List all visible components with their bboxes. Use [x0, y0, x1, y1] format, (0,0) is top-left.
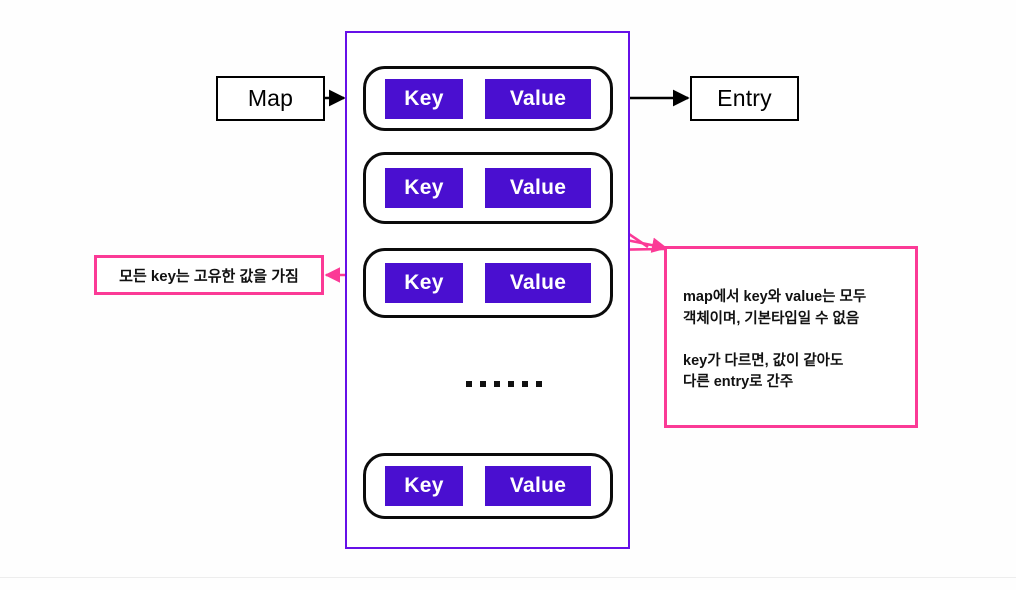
entry-label: Entry: [717, 85, 772, 111]
entry-row: Key Value: [363, 453, 613, 519]
key-chip: Key: [385, 466, 463, 506]
entry-row: Key Value: [363, 152, 613, 224]
note-paragraph-2-line-2: 다른 entry로 간주: [683, 374, 794, 391]
note-paragraph-1: map에서 key와 value는 모두 객체이며, 기본타입일 수 없음: [683, 287, 915, 331]
note-paragraph-2-line-1: key가 다르면, 값이 같아도: [683, 352, 844, 369]
bottom-divider: [0, 577, 1016, 578]
key-chip: Key: [385, 78, 463, 119]
note-unique-key-text: 모든 key는 고유한 값을 가짐: [119, 267, 299, 285]
key-chip: Key: [385, 168, 463, 208]
entry-label-box: Entry: [690, 76, 799, 121]
value-chip: Value: [485, 466, 591, 506]
map-label: Map: [247, 85, 294, 111]
entry-row: Key Value: [363, 66, 613, 131]
ellipsis-indicator: [466, 381, 542, 387]
value-chip: Value: [485, 168, 591, 208]
note-paragraph-2: key가 다르면, 값이 같아도 다른 entry로 간주: [683, 351, 915, 395]
note-object-types: map에서 key와 value는 모두 객체이며, 기본타입일 수 없음 ke…: [664, 246, 918, 428]
ellipsis-dot: [494, 381, 500, 387]
map-label-box: Map: [216, 76, 325, 121]
value-chip: Value: [485, 263, 591, 303]
value-chip: Value: [485, 78, 591, 119]
key-chip: Key: [385, 263, 463, 303]
ellipsis-dot: [480, 381, 486, 387]
ellipsis-dot: [466, 381, 472, 387]
ellipsis-dot: [508, 381, 514, 387]
ellipsis-dot: [536, 381, 542, 387]
note-paragraph-1-line-1: map에서 key와 value는 모두: [683, 289, 867, 305]
note-unique-key: 모든 key는 고유한 값을 가짐: [94, 255, 324, 295]
ellipsis-dot: [522, 381, 528, 387]
entry-row: Key Value: [363, 248, 613, 318]
note-paragraph-1-line-2: 객체이며, 기본타입일 수 없음: [683, 310, 860, 327]
